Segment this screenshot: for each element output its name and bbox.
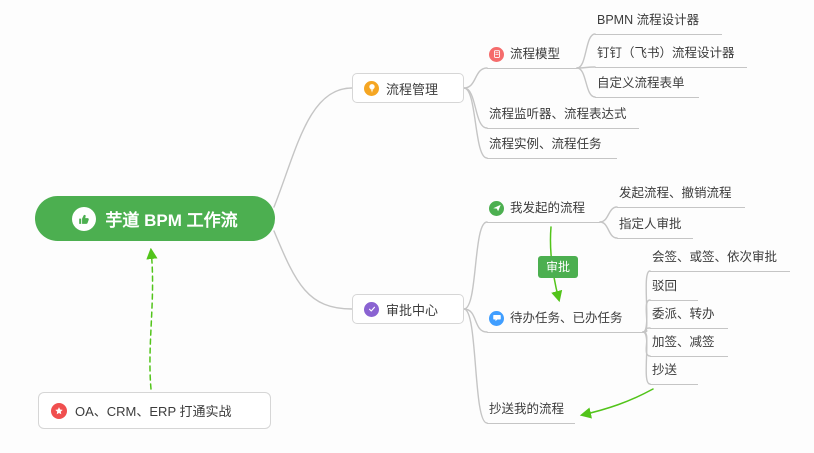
lightbulb-icon — [364, 80, 379, 96]
relation-badge-approval[interactable]: 审批 — [538, 256, 579, 278]
leaf-assignee-approval[interactable]: 指定人审批 — [617, 217, 693, 239]
chat-icon — [489, 310, 504, 326]
practice-node[interactable]: OA、CRM、ERP 打通实战 — [38, 392, 271, 429]
leaf-cc-my-process[interactable]: 抄送我的流程 — [487, 402, 575, 424]
thumbs-up-icon — [72, 206, 97, 231]
leaf-cc[interactable]: 抄送 — [650, 363, 698, 385]
branch-process-management[interactable]: 流程管理 — [352, 73, 464, 103]
leaf-listener-expression[interactable]: 流程监听器、流程表达式 — [487, 107, 639, 129]
node-my-initiated[interactable]: 我发起的流程 — [487, 200, 600, 223]
leaf-bpmn-designer[interactable]: BPMN 流程设计器 — [595, 13, 722, 35]
node-label: 流程模型 — [510, 47, 561, 61]
root-node[interactable]: 芋道 BPM 工作流 — [35, 196, 275, 241]
node-process-model[interactable]: 流程模型 — [487, 46, 577, 69]
leaf-countersign[interactable]: 会签、或签、依次审批 — [650, 250, 790, 272]
arrow-cc-to-ccnode — [579, 388, 654, 419]
send-icon — [489, 200, 504, 216]
node-label: 待办任务、已办任务 — [510, 311, 623, 325]
gray-connectors — [273, 33, 651, 424]
root-label: 芋道 BPM 工作流 — [105, 211, 238, 230]
star-icon — [51, 402, 67, 419]
leaf-start-cancel[interactable]: 发起流程、撤销流程 — [617, 186, 745, 208]
node-label: 我发起的流程 — [510, 201, 586, 215]
practice-label: OA、CRM、ERP 打通实战 — [75, 404, 232, 419]
leaf-dingtalk-designer[interactable]: 钉钉（飞书）流程设计器 — [595, 46, 747, 68]
branch-label: 审批中心 — [386, 302, 439, 318]
node-todo-done-tasks[interactable]: 待办任务、已办任务 — [487, 310, 643, 333]
check-icon — [364, 301, 379, 317]
leaf-reject[interactable]: 驳回 — [650, 279, 698, 301]
branch-label: 流程管理 — [386, 81, 439, 97]
form-icon — [489, 46, 504, 62]
leaf-add-remove-sign[interactable]: 加签、减签 — [650, 335, 728, 357]
leaf-delegate-transfer[interactable]: 委派、转办 — [650, 307, 728, 329]
leaf-instance-task[interactable]: 流程实例、流程任务 — [487, 137, 617, 159]
branch-approval-center[interactable]: 审批中心 — [352, 294, 464, 324]
leaf-custom-form[interactable]: 自定义流程表单 — [595, 76, 699, 98]
dashed-arrow-practice-to-root — [146, 247, 158, 390]
